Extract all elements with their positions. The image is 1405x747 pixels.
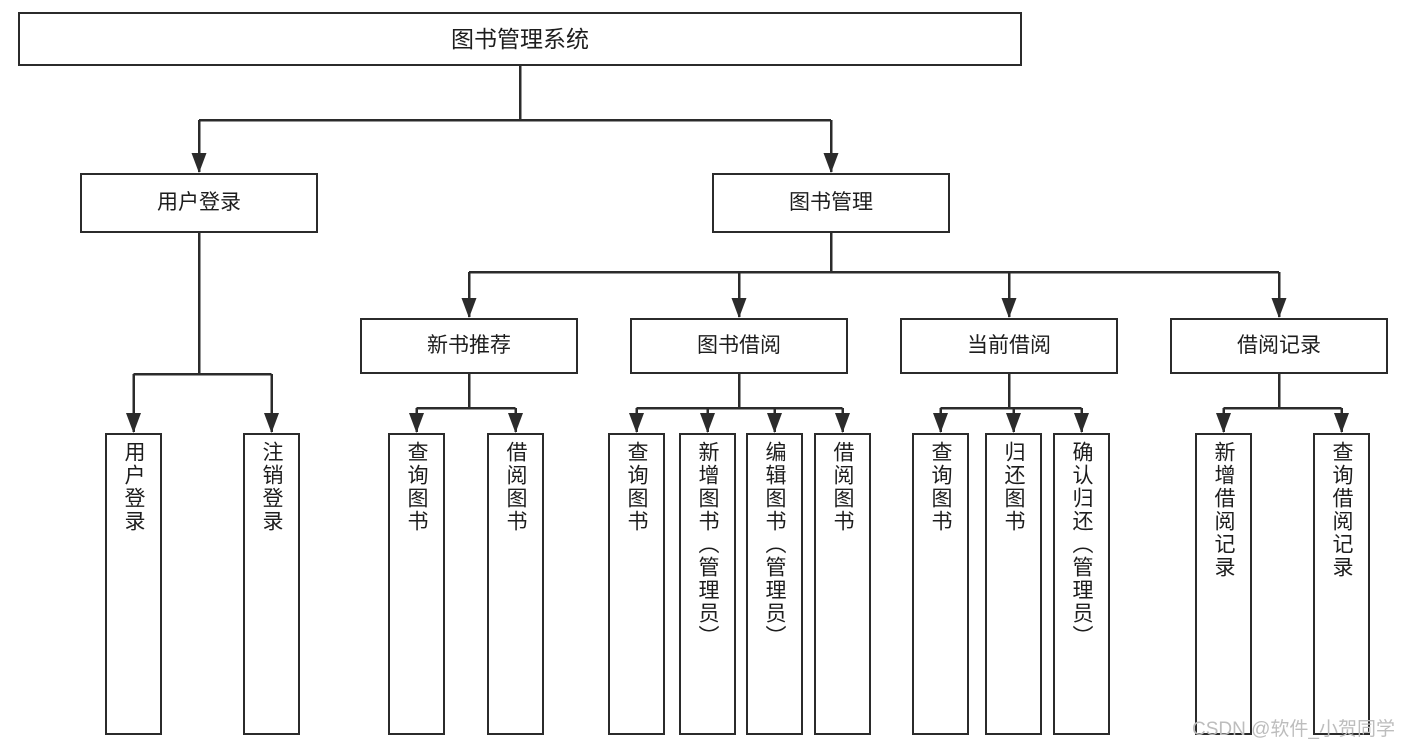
node-label-leaf-query-record: 查询借阅记录 bbox=[1330, 441, 1353, 579]
node-borrow-record[interactable]: 借阅记录 bbox=[1170, 318, 1388, 374]
node-label-leaf-query-book-3: 查询图书 bbox=[929, 441, 952, 533]
node-label-borrow-record: 借阅记录 bbox=[1237, 333, 1321, 357]
node-leaf-borrow-book-1[interactable]: 借阅图书 bbox=[487, 433, 544, 735]
node-label-current-borrow: 当前借阅 bbox=[967, 333, 1051, 357]
node-label-leaf-confirm-return: 确认归还（管理员） bbox=[1070, 441, 1093, 648]
node-new-book-rec[interactable]: 新书推荐 bbox=[360, 318, 578, 374]
node-leaf-query-book-2[interactable]: 查询图书 bbox=[608, 433, 665, 735]
node-current-borrow[interactable]: 当前借阅 bbox=[900, 318, 1118, 374]
node-leaf-query-book-3[interactable]: 查询图书 bbox=[912, 433, 969, 735]
node-label-leaf-add-record: 新增借阅记录 bbox=[1212, 441, 1235, 579]
node-label-leaf-user-login: 用户登录 bbox=[122, 441, 145, 533]
node-leaf-query-record[interactable]: 查询借阅记录 bbox=[1313, 433, 1370, 735]
node-label-user-login: 用户登录 bbox=[157, 190, 241, 214]
node-label-leaf-borrow-book-1: 借阅图书 bbox=[504, 441, 527, 533]
node-leaf-user-login[interactable]: 用户登录 bbox=[105, 433, 162, 735]
node-book-borrow[interactable]: 图书借阅 bbox=[630, 318, 848, 374]
node-leaf-logout[interactable]: 注销登录 bbox=[243, 433, 300, 735]
node-user-login[interactable]: 用户登录 bbox=[80, 173, 318, 233]
node-label-book-borrow: 图书借阅 bbox=[697, 333, 781, 357]
watermark-text: CSDN @软件_小贺同学 bbox=[1192, 719, 1395, 740]
node-label-leaf-query-book-1: 查询图书 bbox=[405, 441, 428, 533]
node-leaf-borrow-book-2[interactable]: 借阅图书 bbox=[814, 433, 871, 735]
node-label-root: 图书管理系统 bbox=[451, 25, 589, 52]
node-label-leaf-query-book-2: 查询图书 bbox=[625, 441, 648, 533]
node-root[interactable]: 图书管理系统 bbox=[18, 12, 1022, 66]
node-label-leaf-return-book: 归还图书 bbox=[1002, 441, 1025, 533]
node-label-leaf-add-book: 新增图书（管理员） bbox=[696, 441, 719, 648]
node-label-leaf-borrow-book-2: 借阅图书 bbox=[831, 441, 854, 533]
node-book-manage[interactable]: 图书管理 bbox=[712, 173, 950, 233]
node-leaf-query-book-1[interactable]: 查询图书 bbox=[388, 433, 445, 735]
node-leaf-add-record[interactable]: 新增借阅记录 bbox=[1195, 433, 1252, 735]
node-leaf-edit-book[interactable]: 编辑图书（管理员） bbox=[746, 433, 803, 735]
node-leaf-add-book[interactable]: 新增图书（管理员） bbox=[679, 433, 736, 735]
node-label-book-manage: 图书管理 bbox=[789, 190, 873, 214]
node-label-leaf-logout: 注销登录 bbox=[260, 441, 283, 533]
node-leaf-confirm-return[interactable]: 确认归还（管理员） bbox=[1053, 433, 1110, 735]
node-leaf-return-book[interactable]: 归还图书 bbox=[985, 433, 1042, 735]
node-label-leaf-edit-book: 编辑图书（管理员） bbox=[763, 441, 786, 648]
node-label-new-book-rec: 新书推荐 bbox=[427, 333, 511, 357]
